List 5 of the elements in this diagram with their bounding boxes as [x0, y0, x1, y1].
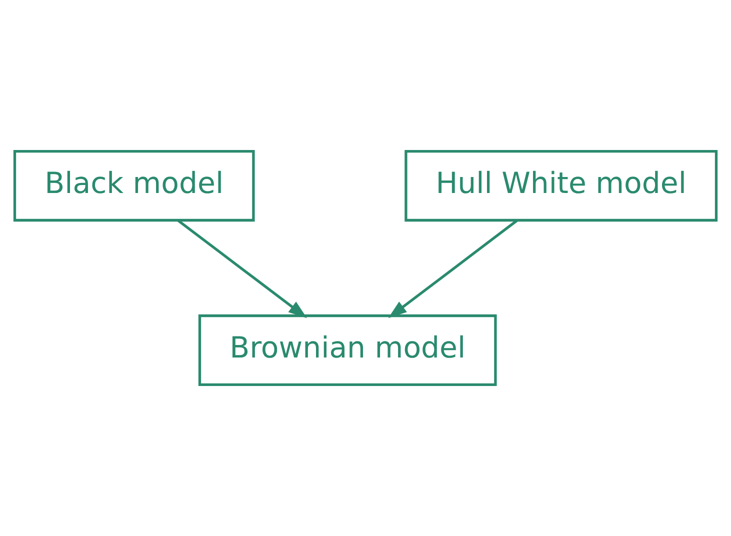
node-box: Hull White model [404, 150, 718, 222]
arrow [178, 220, 307, 318]
node-box: Black model [13, 150, 255, 222]
node-box: Brownian model [198, 314, 497, 386]
arrow [388, 220, 518, 318]
